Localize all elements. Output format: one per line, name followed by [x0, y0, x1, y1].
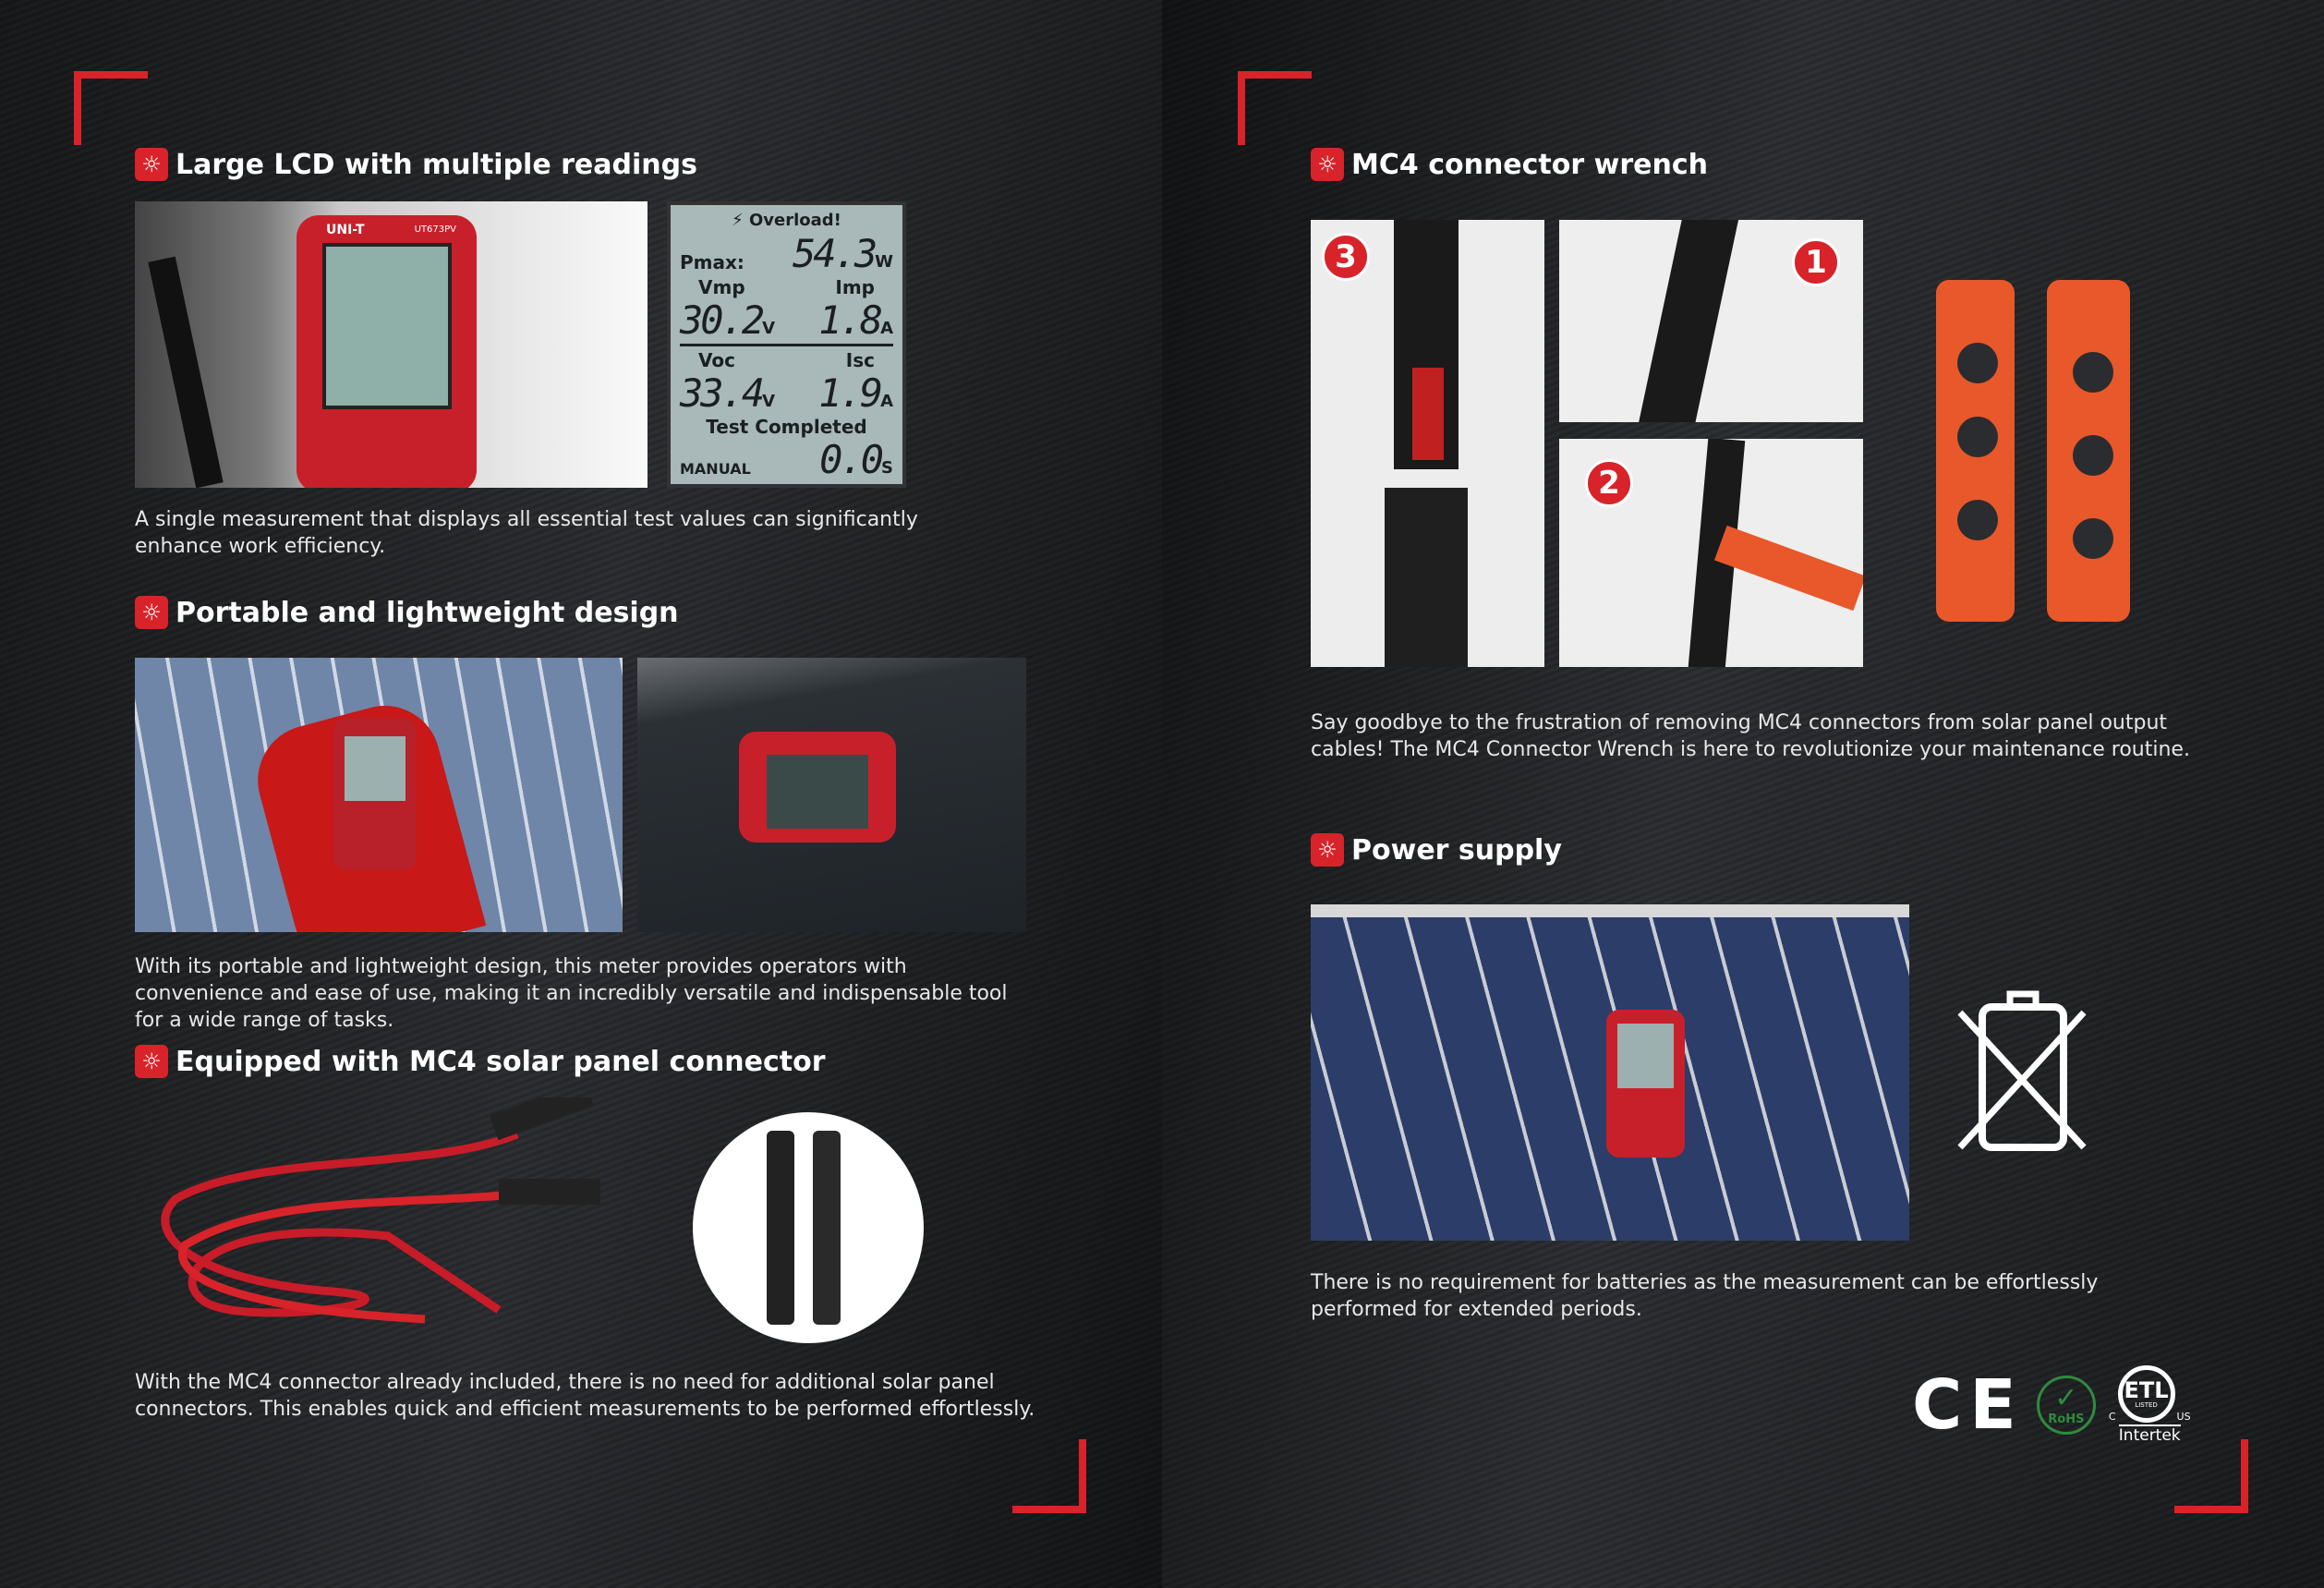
meter-on-solar-panel-photo	[1311, 904, 1909, 1241]
lcd-label: Vmp	[698, 275, 745, 298]
left-page: ☼Large LCD with multiple readings UNI-T …	[0, 0, 1162, 1588]
section-caption: Say goodbye to the frustration of removi…	[1311, 711, 2190, 761]
imp-value: 1.8	[818, 297, 883, 343]
intertek-text: Intertek	[2118, 1424, 2181, 1445]
section-heading: ☼Power supply	[1311, 833, 1562, 867]
mc4-wrench-photo	[1936, 280, 2130, 622]
etl-mark: C ETL LISTED US Intertek	[2109, 1365, 2191, 1445]
isc-value: 1.9	[818, 370, 883, 417]
ce-mark: CE	[1912, 1365, 2024, 1445]
mc4-cable-photo	[161, 1097, 600, 1324]
lightbulb-icon: ☼	[1311, 833, 1344, 867]
section-heading: ☼Portable and lightweight design	[135, 596, 679, 629]
corner-bracket	[1012, 1439, 1086, 1513]
heading-text: Power supply	[1351, 833, 1562, 867]
pmax-value: 54.3	[792, 230, 878, 276]
section-caption: A single measurement that displays all e…	[135, 508, 918, 558]
etl-text: ETL	[2124, 1377, 2169, 1403]
lcd-label: Voc	[698, 349, 735, 372]
mode-text: MANUAL	[680, 460, 751, 478]
wrench-step-2-photo: 2	[1559, 439, 1863, 667]
rohs-mark: ✓ RoHS	[2036, 1376, 2096, 1435]
heading-text: Portable and lightweight design	[176, 596, 679, 629]
section-caption: With the MC4 connector already included,…	[135, 1371, 1035, 1421]
heading-text: MC4 connector wrench	[1351, 148, 1708, 181]
step-number: 3	[1322, 233, 1370, 281]
lcd-label: Imp	[835, 275, 875, 298]
etl-listed: LISTED	[2135, 1401, 2158, 1409]
etl-c: C	[2108, 1411, 2116, 1423]
lcd-label: Pmax:	[680, 250, 744, 273]
hand-holding-meter-photo	[135, 658, 623, 932]
heading-text: Large LCD with multiple readings	[176, 148, 697, 181]
certification-logos: CE ✓ RoHS C ETL LISTED US Intertek	[1912, 1365, 2191, 1445]
lightbulb-icon: ☼	[135, 596, 168, 629]
right-page: ☼MC4 connector wrench 3 1 2 Say goodbye …	[1162, 0, 2324, 1588]
meter-body: UNI-T UT673PV	[297, 215, 477, 488]
heading-text: Equipped with MC4 solar panel connector	[176, 1045, 826, 1078]
overload-text: ⚡ Overload!	[732, 211, 841, 230]
section-caption: With its portable and lightweight design…	[135, 955, 1008, 1032]
time-value: 0.0	[819, 437, 884, 482]
step-number: 1	[1792, 238, 1840, 286]
unit: A	[880, 392, 893, 412]
vmp-value: 30.2	[680, 297, 765, 343]
corner-bracket	[74, 71, 148, 145]
model-label: UT673PV	[414, 224, 456, 235]
lightbulb-icon: ☼	[135, 148, 168, 181]
wrench-step-3-photo: 3	[1311, 220, 1544, 667]
meter-photo: UNI-T UT673PV	[135, 201, 648, 488]
unit: V	[762, 392, 776, 412]
unit: W	[875, 251, 893, 272]
unit: A	[880, 318, 893, 338]
unit: V	[762, 318, 776, 338]
section-heading: ☼Equipped with MC4 solar panel connector	[135, 1045, 826, 1078]
voc-value: 33.4	[680, 370, 765, 417]
section-heading: ☼Large LCD with multiple readings	[135, 148, 697, 181]
lightbulb-icon: ☼	[135, 1045, 168, 1078]
no-battery-icon	[1957, 990, 2087, 1151]
lcd-label: Isc	[845, 349, 875, 372]
step-number: 2	[1585, 459, 1633, 507]
section-caption: There is no requirement for batteries as…	[1311, 1271, 2099, 1321]
lcd-divider	[680, 343, 893, 346]
unit: S	[881, 458, 893, 478]
corner-bracket	[1238, 71, 1312, 145]
meter-in-pocket-photo	[637, 658, 1026, 932]
etl-us: US	[2176, 1411, 2191, 1423]
section-heading: ☼MC4 connector wrench	[1311, 148, 1708, 181]
brand-label: UNI-T	[326, 223, 365, 237]
checkmark-icon: ✓	[2054, 1381, 2078, 1414]
status-text: Test Completed	[706, 416, 867, 439]
lightbulb-icon: ☼	[1311, 148, 1344, 181]
rohs-text: RoHS	[2048, 1412, 2085, 1426]
corner-bracket	[2174, 1439, 2248, 1513]
wrench-step-1-photo: 1	[1559, 220, 1863, 422]
mc4-connector-circle-photo	[693, 1112, 924, 1343]
